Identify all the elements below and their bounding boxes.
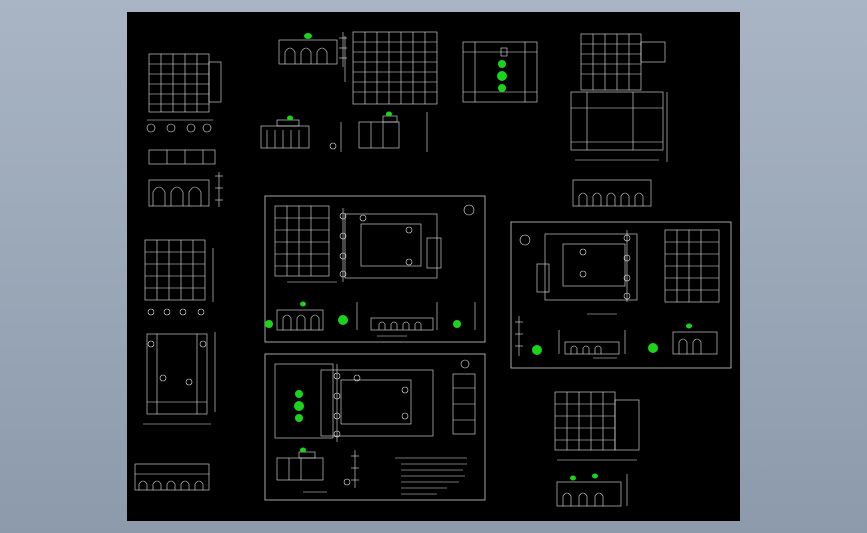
panel-left-tall-plan[interactable] [134,239,216,491]
cad-drawing-svg [134,31,732,507]
panel-top-left-plan [146,53,223,207]
panel-bottom-right-plan[interactable] [554,391,640,507]
panel-top-right-plan[interactable] [570,33,668,207]
cad-drawing-canvas[interactable] [127,12,740,521]
panel-center-sheet-3[interactable] [264,353,486,501]
panel-top-elevation-small [260,32,347,152]
panel-right-sheet-2[interactable] [510,221,732,369]
panel-top-mid-plan [344,31,438,152]
panel-top-mid-right-plan [462,41,538,103]
panel-center-sheet-1[interactable] [264,195,486,343]
